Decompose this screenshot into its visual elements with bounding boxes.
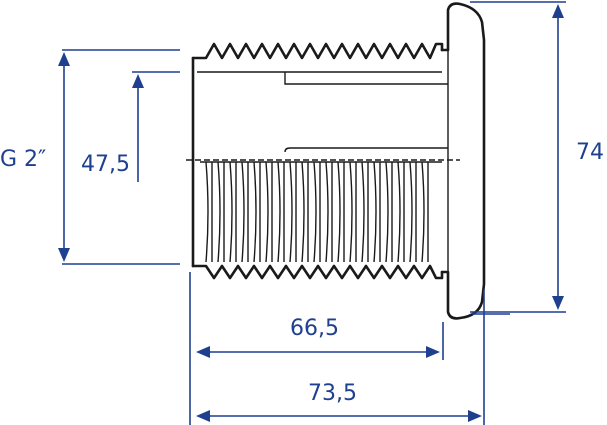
thread-ridge [397,161,405,263]
internal-thread-section [200,161,442,263]
bore-diameter-label: 47,5 [81,152,130,177]
flange-profile [440,2,486,320]
thread-ridge [253,161,261,263]
thread-ridge [205,161,213,263]
thread-ridge [265,161,273,263]
outer-thread-bottom [191,264,444,280]
thread-ridge [301,161,309,263]
bore-line-top-inner [284,72,448,85]
thread-ridge [289,161,297,263]
thread-length-label: 66,5 [290,316,339,341]
fitting-outline [186,2,486,320]
thread-ridge [241,161,249,263]
dimension-thread-length: 66,5 [189,272,444,425]
thread-ridge [229,161,237,263]
bore-step-line [284,147,448,153]
thread-size-label: G 2″ [0,147,46,172]
overall-length-label: 73,5 [308,381,357,406]
thread-ridge [313,161,321,263]
flange-diameter-label: 74 [576,140,604,165]
thread-ridge [325,161,333,263]
dimension-flange: 74 [470,1,604,313]
outer-thread-top [191,42,444,60]
thread-ridge [337,161,345,263]
thread-ridge [385,161,393,263]
thread-ridge [217,161,225,263]
thread-ridge [277,161,285,263]
thread-ridge [409,161,417,263]
thread-ridge [361,161,369,263]
thread-ridge [373,161,381,263]
dimension-thread: G 2″ [0,49,180,265]
dimension-overall-length: 73,5 [196,290,510,425]
dimension-bore: 47,5 [81,71,180,182]
thread-ridge [349,161,357,263]
thread-ridge [421,161,429,263]
